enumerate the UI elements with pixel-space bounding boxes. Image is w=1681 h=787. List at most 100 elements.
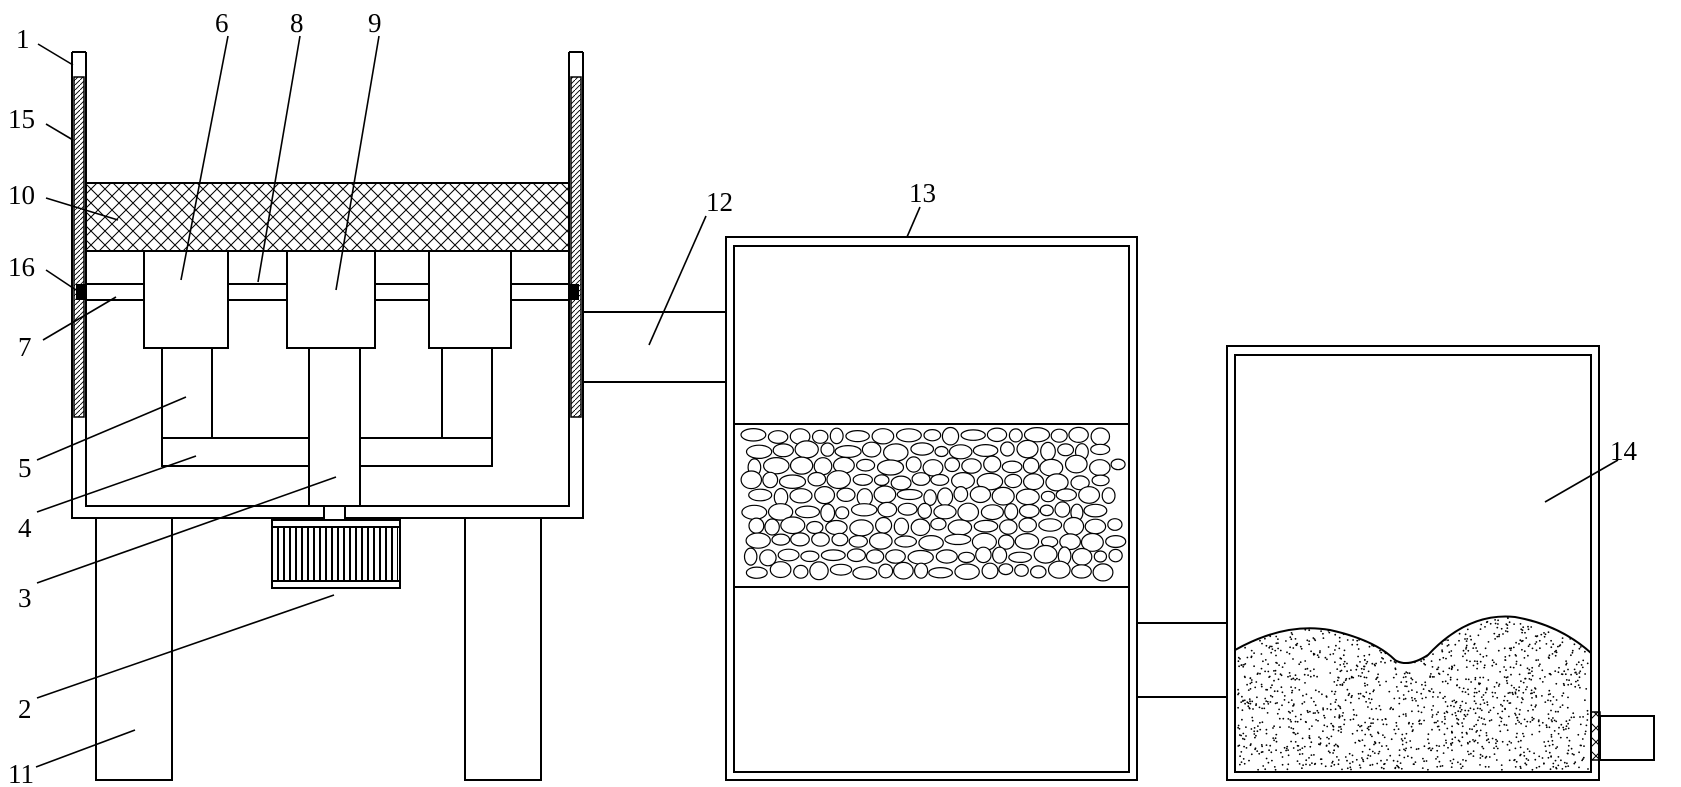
sand-grain xyxy=(1579,670,1582,673)
sand-grain xyxy=(1519,639,1522,642)
sand-grain xyxy=(1263,703,1265,705)
gravel-stone xyxy=(794,505,821,519)
sand-grain xyxy=(1431,716,1434,718)
sand-grain xyxy=(1474,712,1477,715)
sand-grain xyxy=(1296,720,1299,723)
sand-grain xyxy=(1578,766,1580,769)
sand-grain xyxy=(1417,747,1420,750)
label-5: 5 xyxy=(18,453,32,483)
sand-grain xyxy=(1363,659,1366,661)
gravel-stone xyxy=(1090,443,1111,456)
label-14: 14 xyxy=(1610,436,1638,466)
sand-grain xyxy=(1265,732,1268,735)
label-16: 16 xyxy=(8,252,35,282)
sand-grain xyxy=(1494,638,1496,640)
sand-grain xyxy=(1523,755,1526,757)
sand-grain xyxy=(1390,706,1392,709)
sand-grain xyxy=(1479,764,1481,766)
sand-grain xyxy=(1394,667,1397,670)
sand-grain xyxy=(1547,699,1549,702)
sand-grain xyxy=(1432,653,1434,655)
gravel-stone xyxy=(890,475,912,491)
brush-head-center xyxy=(286,250,376,349)
sand-grain xyxy=(1586,719,1589,721)
sand-grain xyxy=(1499,670,1501,673)
sand-grain xyxy=(1276,712,1279,715)
sand-grain xyxy=(1561,704,1564,706)
sand-grain xyxy=(1258,706,1261,709)
gravel-stone xyxy=(852,566,878,580)
sand-grain xyxy=(1519,623,1522,625)
sand-grain xyxy=(1479,660,1482,663)
sand-grain xyxy=(1339,725,1342,728)
sand-grain xyxy=(1519,664,1522,667)
sand-grain xyxy=(1484,626,1486,628)
sand-grain xyxy=(1326,725,1329,728)
sand-grain xyxy=(1352,639,1354,641)
sand-grain xyxy=(1522,698,1524,701)
sand-grain xyxy=(1353,713,1355,716)
sand-grain xyxy=(1521,629,1524,631)
sand-grain xyxy=(1473,691,1476,694)
sand-grain xyxy=(1417,704,1419,707)
sand-grain xyxy=(1405,671,1408,673)
gravel-stone xyxy=(820,549,846,562)
sand-grain xyxy=(1498,635,1500,638)
sand-grain xyxy=(1551,720,1553,723)
gravel-stone xyxy=(1001,460,1023,474)
sand-grain xyxy=(1382,734,1384,736)
sand-grain xyxy=(1515,641,1517,644)
gravel-stone xyxy=(790,532,810,547)
gravel-stone xyxy=(767,503,794,521)
sand-grain xyxy=(1491,659,1494,662)
sand-grain xyxy=(1388,690,1391,693)
sand-grain xyxy=(1288,652,1291,655)
gravel-stone xyxy=(1083,503,1108,518)
sand-grain xyxy=(1571,649,1574,652)
label-13: 13 xyxy=(909,178,936,208)
label-7: 7 xyxy=(18,332,32,362)
sand-grain xyxy=(1519,709,1521,711)
sand-grain xyxy=(1459,704,1462,707)
gravel-stone xyxy=(762,471,779,489)
gravel-stone xyxy=(829,427,844,445)
sand-grain xyxy=(1273,766,1276,768)
sand-grain xyxy=(1523,718,1526,721)
sand-grain xyxy=(1342,712,1344,714)
sand-grain xyxy=(1377,752,1380,755)
sand-grain xyxy=(1380,766,1383,769)
sand-grain xyxy=(1342,663,1345,665)
sand-grain xyxy=(1488,719,1491,722)
sand-grain xyxy=(1496,747,1499,750)
sand-grain xyxy=(1482,655,1485,658)
sand-grain xyxy=(1443,715,1446,718)
sand-grain xyxy=(1571,651,1574,654)
sand-grain xyxy=(1552,762,1555,765)
sand-grain xyxy=(1261,642,1263,645)
sand-grain xyxy=(1255,734,1257,737)
sand-grain xyxy=(1344,756,1347,758)
sand-grain xyxy=(1573,668,1576,671)
sand-grain xyxy=(1269,686,1272,689)
sand-grain xyxy=(1506,729,1509,732)
sand-grain xyxy=(1417,710,1420,713)
sand-grain xyxy=(1472,755,1475,757)
sand-grain xyxy=(1319,650,1321,652)
gravel-stone xyxy=(944,457,961,473)
tank-13-outer xyxy=(725,236,1138,781)
sand-grain xyxy=(1319,651,1321,654)
sand-grain xyxy=(1510,742,1513,744)
sand-grain xyxy=(1549,768,1552,771)
sand-grain xyxy=(1516,719,1519,722)
gravel-stone xyxy=(930,473,950,486)
sand-grain xyxy=(1550,709,1552,712)
sand-grain xyxy=(1367,706,1369,708)
gravel-stone xyxy=(878,563,894,579)
sand-grain xyxy=(1252,640,1255,642)
sand-grain xyxy=(1520,640,1523,643)
sand-grain xyxy=(1541,695,1543,697)
sand-grain xyxy=(1456,684,1458,687)
sand-grain xyxy=(1554,710,1557,713)
sand-grain xyxy=(1481,745,1484,748)
label-15: 15 xyxy=(8,104,35,134)
